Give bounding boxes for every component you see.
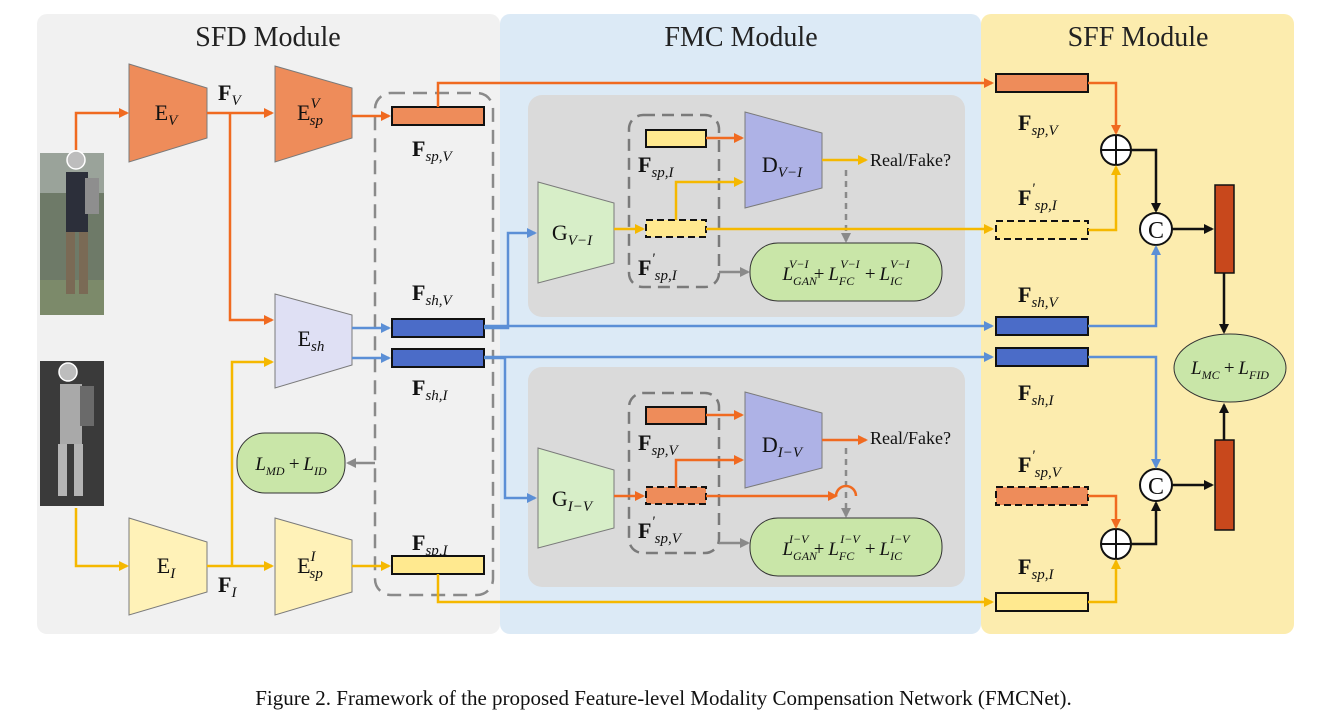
arrow-sffFspI-to-add: [1088, 559, 1121, 604]
add-operator-top: [1100, 134, 1132, 166]
G-IV-label: GI−V: [552, 486, 594, 515]
real-fake-IV: Real/Fake?: [870, 428, 951, 448]
L-GAN-IV-label: LGANI−V+LFCI−V+LICI−V: [781, 532, 911, 563]
sff-F-sh-V-label: Fsh,V: [1018, 282, 1060, 311]
figure-caption: Figure 2. Framework of the proposed Feat…: [255, 686, 1072, 710]
infrared-encoder-E-I: [128, 517, 208, 616]
iv-feature-group-box: [627, 391, 721, 555]
arrow-FshI-to-concat-bottom: [1088, 355, 1161, 469]
sff-F-sp-V-bar: [995, 73, 1089, 93]
D-IV-label: DI−V: [762, 432, 804, 461]
arrow-FI-to-Esh: [230, 357, 274, 566]
visible-encoder-E-V: [128, 63, 208, 163]
sff-F-sp-V-fake-label: F'sp,V: [1018, 448, 1063, 481]
F-sp-I-bar: [391, 555, 485, 575]
F-I-label: FI: [218, 572, 237, 601]
sfd-feature-group-box: [373, 91, 495, 597]
visible-specific-encoder-E-sp-V: [274, 65, 353, 163]
D-VI-label: DV−I: [762, 152, 803, 181]
arrow-FspI-to-SFF: [436, 574, 994, 607]
sff-module-title: SFF Module: [1068, 22, 1209, 53]
sff-F-sp-I-bar: [995, 592, 1089, 612]
F-V-label: FV: [218, 80, 242, 109]
L-GAN-IV-loss: [749, 517, 943, 577]
F-sp-I-real-label: Fsp,I: [638, 152, 675, 181]
L-GAN-VI-label: LGANV−I+LFCV−I+LICV−I: [781, 257, 910, 288]
arrow-sffFspV-to-add: [1088, 81, 1121, 135]
vi-feature-group-box: [627, 113, 721, 289]
F-sp-I-real-bar: [645, 129, 707, 148]
visible-person-image: [40, 150, 104, 315]
arrow-sffFspVfake-to-add: [1088, 494, 1121, 529]
shared-encoder-E-sh: [274, 293, 353, 389]
L-MD-ID-label: LMD+LID: [254, 454, 327, 478]
arrow-img-to-EV: [74, 108, 129, 150]
L-MC-FID-loss: [1173, 333, 1287, 403]
sff-F-sh-I-label: Fsh,I: [1018, 380, 1055, 409]
sff-F-sp-V-label: Fsp,V: [1018, 110, 1060, 139]
arrow-FspV-to-SFF: [436, 78, 994, 107]
sff-F-sp-I-label: Fsp,I: [1018, 554, 1055, 583]
F-sp-V-fake-bar: [645, 486, 707, 505]
sfd-module-title: SFD Module: [195, 22, 340, 53]
concat-operator-top: C: [1139, 212, 1173, 246]
svg-text:C: C: [1148, 474, 1164, 500]
F-sp-I-fake-label: F'sp,I: [638, 251, 678, 284]
arrow-fakeI-to-D: [674, 177, 744, 220]
arrow-FV-to-Esh: [228, 113, 274, 325]
generator-G-I-V: [537, 447, 615, 549]
arrow-irimg-to-EI: [74, 508, 129, 571]
E-sh-label: Esh: [298, 326, 325, 355]
arrow-add-to-concat-bottom: [1131, 501, 1161, 546]
sff-F-sh-I-bar: [995, 347, 1089, 367]
sff-F-sh-V-bar: [995, 316, 1089, 336]
F-sp-I-fake-bar: [645, 219, 707, 238]
L-GAN-VI-loss: [749, 242, 943, 302]
E-V-label: EV: [155, 100, 179, 129]
F-sp-V-label: Fsp,V: [412, 136, 454, 165]
arrow-FshV-to-G-VI: [484, 228, 537, 330]
infrared-specific-encoder-E-sp-I: [274, 517, 353, 616]
F-sh-I-label: Fsh,I: [412, 375, 449, 404]
sff-F-sp-I-fake-label: F'sp,I: [1018, 181, 1058, 214]
fused-feature-bar-bottom: [1214, 439, 1235, 531]
L-MC-FID-label: LMC+LFID: [1190, 358, 1269, 382]
concat-operator-bottom: C: [1139, 468, 1173, 502]
arrow-add-to-concat-top: [1131, 148, 1161, 213]
fused-feature-bar-top: [1214, 184, 1235, 274]
G-VI-label: GV−I: [552, 220, 593, 249]
generator-G-V-I: [537, 181, 615, 284]
add-operator-bottom: [1100, 528, 1132, 560]
discriminator-D-I-V: [744, 391, 823, 489]
arrow-FshV-to-concat-top: [1088, 245, 1161, 328]
arrow-fakeV-to-D: [674, 455, 744, 487]
fmc-module-title: FMC Module: [664, 22, 817, 53]
F-sp-V-real-label: Fsp,V: [638, 430, 680, 459]
F-sp-V-fake-label: F'sp,V: [638, 514, 683, 547]
F-sh-V-label: Fsh,V: [412, 280, 454, 309]
F-sp-V-bar: [391, 106, 485, 126]
real-fake-VI: Real/Fake?: [870, 150, 951, 170]
arrow-hop: [834, 484, 858, 497]
F-sh-V-bar: [391, 318, 485, 338]
svg-text:C: C: [1148, 218, 1164, 244]
arrow-sffFspIfake-to-add: [1088, 165, 1121, 232]
F-sh-I-bar: [391, 348, 485, 368]
infrared-person-image: [40, 361, 104, 506]
E-I-label: EI: [157, 553, 176, 582]
F-sp-V-real-bar: [645, 406, 707, 425]
sff-F-sp-I-fake-bar: [995, 220, 1089, 240]
sff-F-sp-V-fake-bar: [995, 486, 1089, 506]
L-MD-ID-loss: [236, 432, 346, 494]
discriminator-D-V-I: [744, 111, 823, 209]
